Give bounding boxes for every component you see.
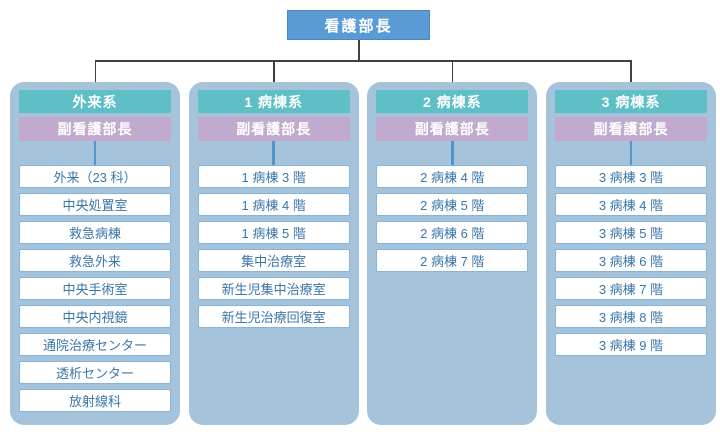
department-list: 2 病棟 4 階 2 病棟 5 階 2 病棟 6 階 2 病棟 7 階 [367, 165, 537, 272]
connector-drop-line [273, 60, 275, 83]
connector-bus-line [94, 60, 632, 62]
department-box: 2 病棟 4 階 [376, 165, 529, 188]
department-box: 1 病棟 5 階 [197, 221, 350, 244]
department-box: 2 病棟 6 階 [376, 221, 529, 244]
department-box: 中央手術室 [19, 277, 171, 300]
department-box: 2 病棟 7 階 [376, 249, 529, 272]
department-box: 救急外来 [19, 249, 171, 272]
column-subheader: 副看護部長 [197, 117, 350, 141]
column-header: 3 病棟系 [555, 90, 707, 113]
department-box: 新生児集中治療室 [197, 277, 350, 300]
department-box: 2 病棟 5 階 [376, 193, 529, 216]
department-box: 3 病棟 8 階 [555, 305, 707, 328]
subheader-connector-line [93, 141, 97, 165]
department-box: 放射線科 [19, 389, 171, 412]
department-list: 外来（23 科） 中央処置室救急病棟救急外来中央手術室中央内視鏡通院治療センター透… [10, 165, 180, 412]
department-box: 外来（23 科） [19, 165, 171, 188]
column-subheader: 副看護部長 [19, 117, 171, 141]
department-box: 中央内視鏡 [19, 305, 171, 328]
department-box: 1 病棟 3 階 [197, 165, 350, 188]
department-list: 3 病棟 3 階 3 病棟 4 階 3 病棟 5 階 3 病棟 6 階 3 病棟 7 階… [546, 165, 716, 356]
org-column-1: 外来系副看護部長外来（23 科） 中央処置室救急病棟救急外来中央手術室中央内視鏡通… [10, 82, 180, 425]
connector-drop-line [630, 60, 632, 83]
department-box: 1 病棟 4 階 [197, 193, 350, 216]
subheader-connector-line [629, 141, 633, 165]
subheader-connector-line [451, 141, 454, 165]
department-box: 集中治療室 [197, 249, 350, 272]
column-header: 1 病棟系 [197, 90, 350, 113]
department-box: 3 病棟 5 階 [555, 221, 707, 244]
column-header: 2 病棟系 [376, 90, 529, 113]
department-box: 3 病棟 3 階 [555, 165, 707, 188]
connector-drop-line [451, 60, 453, 83]
department-box: 中央処置室 [19, 193, 171, 216]
org-column-4: 3 病棟系副看護部長 3 病棟 3 階 3 病棟 4 階 3 病棟 5 階 3 病棟 6… [546, 82, 716, 425]
org-column-2: 1 病棟系副看護部長 1 病棟 3 階 1 病棟 4 階 1 病棟 5 階集中治療室新… [188, 82, 359, 425]
department-box: 3 病棟 4 階 [555, 193, 707, 216]
connector-stem-line [358, 40, 360, 60]
org-root-node: 看護部長 [287, 10, 430, 40]
column-header: 外来系 [19, 90, 171, 113]
department-box: 通院治療センター [19, 333, 171, 356]
department-box: 透析センター [19, 361, 171, 384]
column-subheader: 副看護部長 [376, 117, 529, 141]
department-box: 救急病棟 [19, 221, 171, 244]
subheader-connector-line [272, 141, 275, 165]
column-subheader: 副看護部長 [555, 117, 707, 141]
connector-drop-line [94, 60, 96, 83]
department-box: 3 病棟 9 階 [555, 333, 707, 356]
org-column-3: 2 病棟系副看護部長 2 病棟 4 階 2 病棟 5 階 2 病棟 6 階 2 病棟 7… [367, 82, 538, 425]
department-list: 1 病棟 3 階 1 病棟 4 階 1 病棟 5 階集中治療室新生児集中治療室新生児… [189, 165, 359, 328]
department-box: 3 病棟 6 階 [555, 249, 707, 272]
department-box: 新生児治療回復室 [197, 305, 350, 328]
department-box: 3 病棟 7 階 [555, 277, 707, 300]
